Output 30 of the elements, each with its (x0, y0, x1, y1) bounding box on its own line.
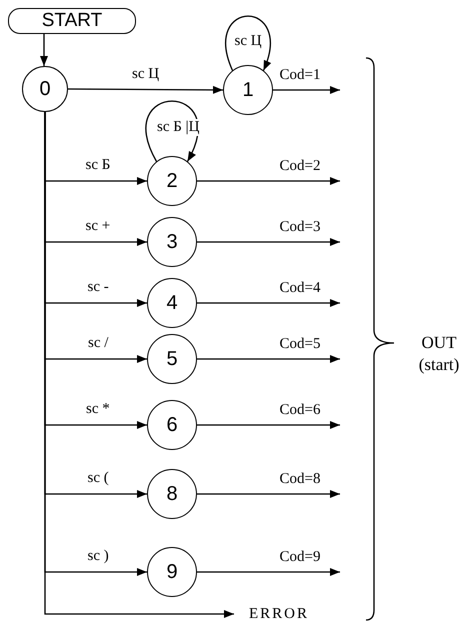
arrow (197, 421, 340, 429)
edge-label: sc Б |Ц (156, 119, 200, 136)
state-circle: 2 (147, 156, 197, 206)
edge-label: sc ) (86, 548, 110, 565)
arrow (197, 355, 340, 363)
state-circle: 1 (223, 65, 273, 115)
arrow (68, 86, 223, 94)
arrow (44, 112, 234, 618)
state-circle: 4 (147, 278, 197, 328)
self-loop-arrow (145, 100, 199, 162)
state-circle: 6 (147, 400, 197, 450)
state-circle: 0 (22, 66, 68, 112)
arrow (40, 34, 48, 66)
arrow (197, 238, 340, 246)
end-label: ERROR (234, 604, 324, 624)
output-label: OUT (start) (418, 332, 460, 376)
self-loop-arrow (225, 15, 271, 71)
state-circle: 8 (147, 469, 197, 519)
state-circle: 9 (147, 547, 197, 597)
edge-label: sc ( (86, 470, 110, 487)
arrow (273, 86, 340, 94)
edge-label: sc Ц (131, 66, 160, 83)
arrow (197, 490, 340, 498)
state-circle: 5 (147, 334, 197, 384)
arrow (197, 177, 340, 185)
start-terminal: START (8, 8, 136, 34)
arrow (197, 299, 340, 307)
state-circle: 3 (147, 217, 197, 267)
edge-label: sc Ц (234, 33, 263, 50)
arrow (197, 568, 340, 576)
